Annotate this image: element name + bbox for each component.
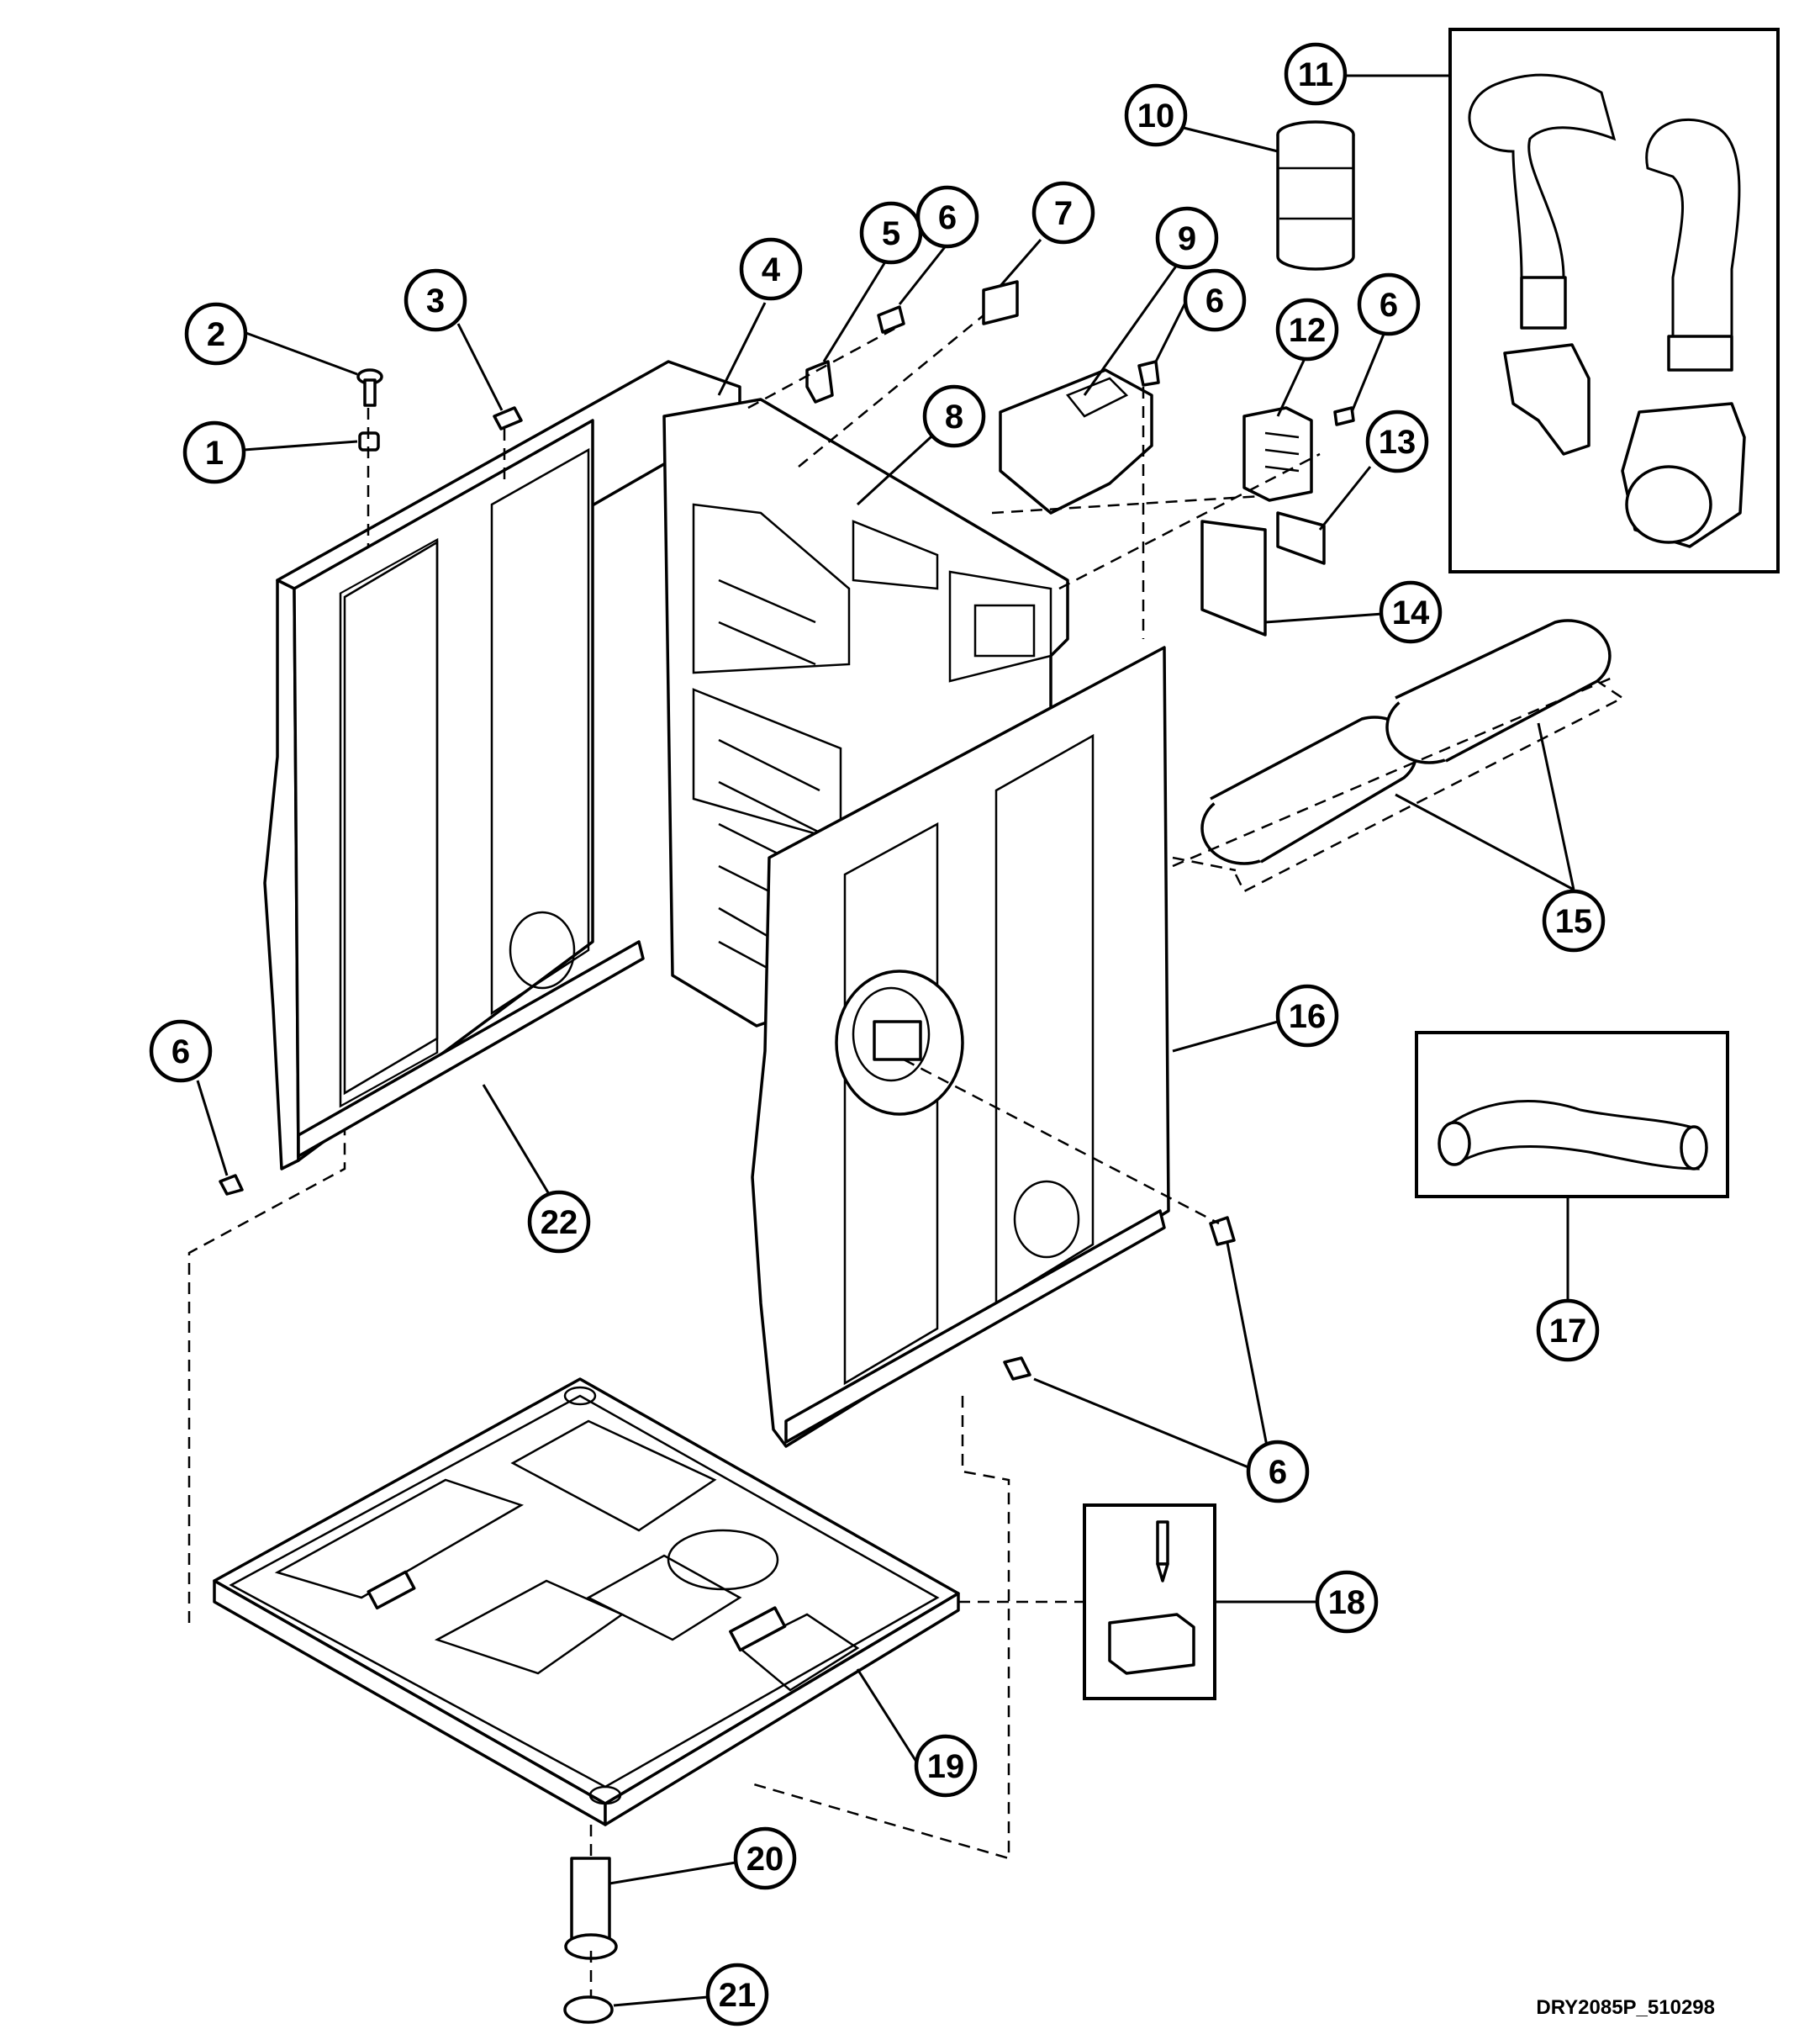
callout-17: 17	[1536, 1298, 1600, 1362]
callout-6-top-a: 6	[915, 185, 979, 249]
svg-text:6: 6	[938, 199, 957, 236]
svg-text:14: 14	[1392, 594, 1430, 631]
callout-6-left: 6	[149, 1019, 213, 1083]
svg-text:10: 10	[1137, 98, 1175, 135]
door-switch-opening	[835, 970, 964, 1116]
screw-part-6-top-c	[1333, 406, 1355, 426]
svg-text:21: 21	[719, 1977, 757, 2014]
leveling-foot-part-20	[564, 1857, 618, 1960]
svg-text:6: 6	[1380, 287, 1398, 324]
foot-cap-part-21	[563, 1995, 614, 2024]
screw-part-6-bottom	[1003, 1356, 1031, 1381]
callout-15: 15	[1542, 889, 1606, 953]
callout-9: 9	[1155, 206, 1219, 270]
callout-7: 7	[1031, 181, 1095, 245]
drawing-code: DRY2085P_510298	[1536, 1996, 1715, 2019]
svg-text:4: 4	[762, 251, 781, 288]
svg-text:22: 22	[541, 1204, 578, 1241]
svg-text:12: 12	[1289, 312, 1327, 349]
callout-4: 4	[739, 237, 803, 301]
svg-text:1: 1	[205, 435, 224, 472]
svg-text:17: 17	[1549, 1313, 1587, 1350]
flex-hose-kit-part-11	[1448, 28, 1780, 573]
leader-lines	[196, 74, 1575, 2007]
svg-text:15: 15	[1555, 903, 1593, 940]
screw-part-6-top-b	[1137, 360, 1160, 387]
callout-1: 1	[182, 420, 246, 484]
callout-2: 2	[184, 302, 248, 366]
svg-text:6: 6	[1269, 1454, 1287, 1491]
svg-text:11: 11	[1298, 56, 1333, 93]
leveling-kit-part-18	[1083, 1503, 1216, 1700]
svg-text:6: 6	[1205, 283, 1224, 320]
screw-part-6-top-a	[877, 305, 905, 334]
callout-21: 21	[705, 1963, 769, 2026]
callout-19: 19	[914, 1734, 978, 1798]
callout-14: 14	[1379, 580, 1443, 644]
svg-text:13: 13	[1379, 424, 1416, 461]
left-side-panel	[263, 360, 741, 1170]
svg-text:9: 9	[1178, 220, 1196, 257]
duct-tubes-part-15	[1200, 619, 1612, 865]
callout-8: 8	[922, 384, 986, 448]
svg-text:7: 7	[1054, 195, 1073, 232]
alignment-lines	[187, 314, 1625, 1997]
svg-text:5: 5	[882, 215, 900, 252]
callout-12: 12	[1275, 298, 1339, 362]
callout-5: 5	[859, 201, 923, 265]
callout-11: 11	[1284, 42, 1348, 106]
callout-20: 20	[733, 1826, 797, 1890]
hose-part-17	[1415, 1031, 1729, 1299]
svg-text:20: 20	[746, 1841, 784, 1878]
svg-text:6: 6	[171, 1033, 190, 1070]
callout-18: 18	[1315, 1570, 1379, 1634]
clip-part-3	[493, 406, 523, 431]
exhaust-adapter-part-10	[1276, 120, 1355, 271]
screw-part-6-left	[219, 1174, 244, 1196]
cover-part-12	[1242, 406, 1313, 502]
callout-13: 13	[1365, 409, 1429, 473]
bracket-part-5	[805, 360, 834, 404]
base-pan	[213, 1377, 960, 1826]
svg-text:3: 3	[426, 283, 445, 320]
screw-part-6-right	[1209, 1216, 1236, 1246]
right-side-panel	[751, 646, 1170, 1448]
svg-text:16: 16	[1289, 998, 1327, 1035]
callout-6-bottom: 6	[1246, 1440, 1310, 1503]
screw-part-2	[356, 368, 383, 407]
callout-3: 3	[404, 268, 467, 332]
callout-6-top-b: 6	[1183, 268, 1247, 332]
gasket-part-13	[1276, 511, 1326, 565]
callout-22: 22	[527, 1190, 591, 1254]
svg-text:18: 18	[1328, 1584, 1366, 1621]
label-part-7	[982, 280, 1019, 325]
svg-text:19: 19	[927, 1748, 965, 1785]
svg-text:8: 8	[945, 399, 963, 436]
callout-6-top-c: 6	[1357, 272, 1421, 336]
callout-16: 16	[1275, 984, 1339, 1048]
svg-text:2: 2	[207, 316, 225, 353]
bracket-part-9	[999, 368, 1153, 515]
plate-part-14	[1200, 520, 1267, 637]
callout-10: 10	[1124, 83, 1188, 147]
